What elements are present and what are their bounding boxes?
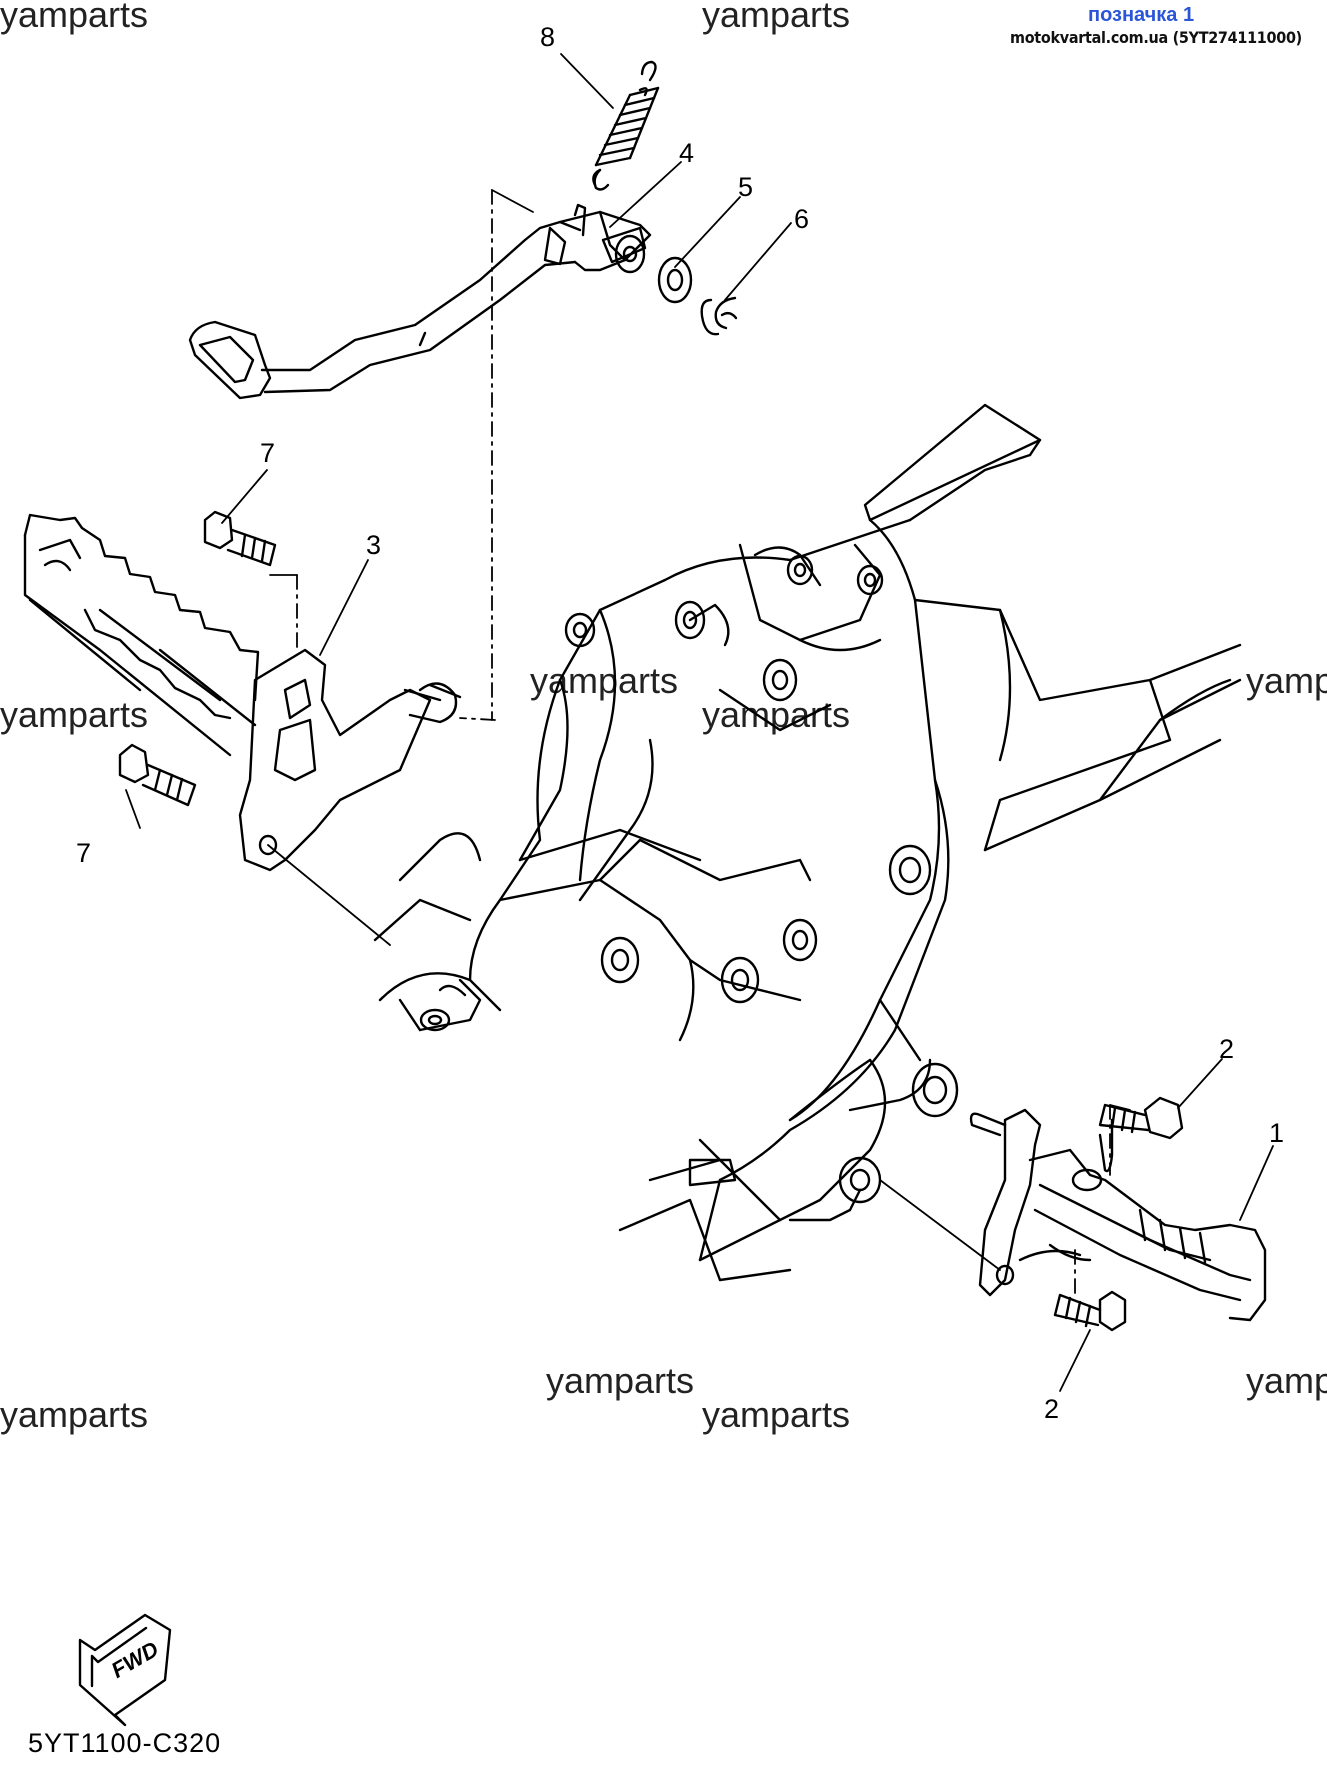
frame-drawing	[373, 403, 1242, 1282]
watermark-partial: yamp	[1246, 660, 1327, 701]
fwd-arrow-icon	[78, 1613, 172, 1727]
marker-title: позначка 1	[1088, 4, 1195, 26]
watermark: yamparts	[702, 1394, 851, 1435]
callout-1: 1	[1269, 1118, 1285, 1148]
solid-guide-lines	[267, 189, 1131, 1271]
callout-5: 5	[738, 172, 754, 202]
callout-8: 8	[540, 22, 556, 52]
marker-source: motokvartal.com.ua (5YT274111000)	[1010, 28, 1302, 47]
watermark: yamparts	[0, 0, 149, 35]
watermark: yamparts	[546, 1360, 695, 1401]
watermark-partial: yamp	[1246, 1360, 1327, 1401]
callout-6: 6	[794, 204, 810, 234]
watermark: yamparts	[0, 694, 149, 735]
spring-drawing	[592, 60, 660, 191]
callout-2-bottom: 2	[1044, 1394, 1060, 1424]
guide-lines	[296, 189, 1111, 1296]
diagram-code: 5YT1100-C320	[28, 1728, 222, 1758]
watermark: yamparts	[702, 0, 851, 35]
left-footrest-drawing	[23, 513, 260, 757]
leader-lines	[125, 53, 1274, 1392]
callout-4: 4	[679, 138, 695, 168]
brake-pedal-drawing	[188, 203, 652, 400]
callout-2-top: 2	[1219, 1034, 1235, 1064]
watermark: yamparts	[0, 1394, 149, 1435]
callout-7-bottom: 7	[76, 838, 92, 868]
left-bolts-drawing	[118, 510, 277, 807]
left-bracket-drawing	[238, 648, 462, 872]
callout-3: 3	[366, 530, 382, 560]
right-footrest-drawing	[969, 1096, 1267, 1332]
pivot-parts-drawing	[601, 226, 738, 336]
callout-7-top: 7	[260, 438, 276, 468]
